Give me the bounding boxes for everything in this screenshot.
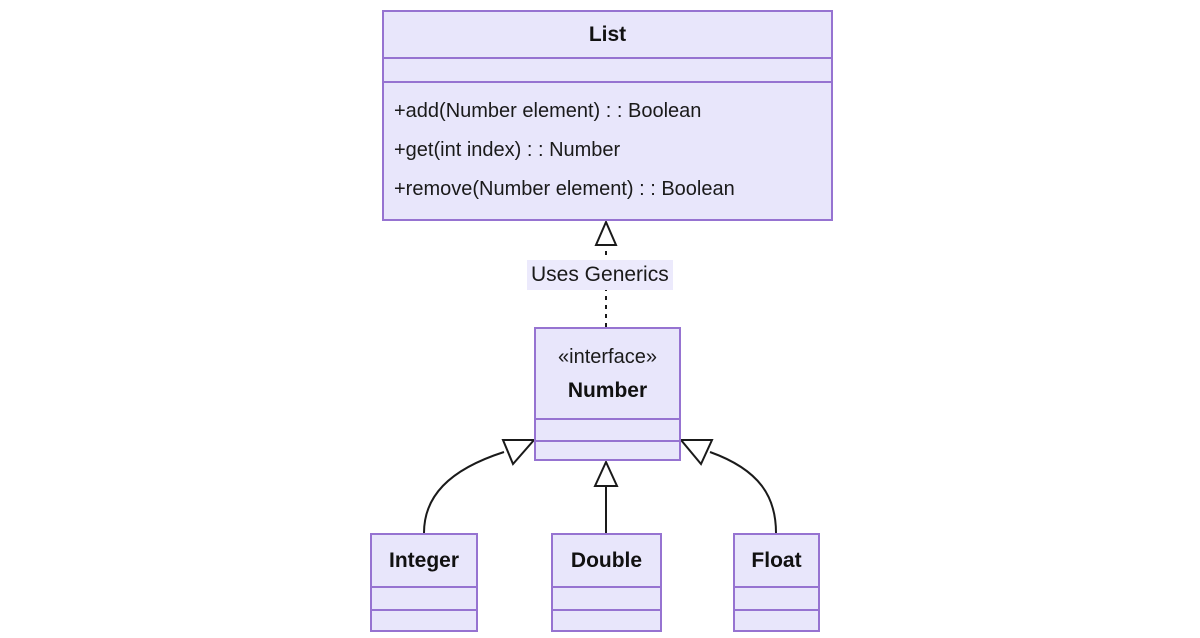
class-attributes-compartment [735,586,818,609]
class-attributes-compartment [384,57,831,81]
class-operations-compartment [735,609,818,630]
operation-row: +remove(Number element) : : Boolean [394,178,735,200]
class-name-integer: Integer [388,548,459,572]
class-attributes-compartment [372,586,476,609]
operations-list: +add(Number element) : : Boolean +get(in… [384,83,831,219]
class-operations-compartment [536,440,679,459]
class-name-double: Double [570,548,643,572]
class-name-list: List [588,23,627,47]
class-box-list[interactable]: List +add(Number element) : : Boolean +g… [382,10,833,221]
generalization-curved-line-left [423,451,505,534]
generalization-edge-double-to-number[interactable] [593,459,619,533]
class-title-compartment: Integer [372,535,476,586]
hollow-triangle-arrowhead [678,439,714,466]
class-name-number: Number [567,379,648,403]
class-operations-compartment [372,609,476,630]
class-operations-compartment [553,609,660,630]
class-box-float[interactable]: Float [733,533,820,632]
operation-row: +get(int index) : : Number [394,139,621,161]
generalization-curved-line-right [709,451,777,534]
hollow-triangle-arrowhead [593,459,619,487]
operation-row: +add(Number element) : : Boolean [394,100,702,122]
class-box-double[interactable]: Double [551,533,662,632]
relationship-label-uses-generics: Uses Generics [527,260,673,291]
generalization-edge-integer-to-number[interactable] [423,439,537,534]
class-attributes-compartment [536,418,679,440]
class-name-float: Float [751,548,802,572]
class-title-compartment: Float [735,535,818,586]
class-attributes-compartment [553,586,660,609]
class-box-integer[interactable]: Integer [370,533,478,632]
class-title-compartment: «interface» Number [536,329,679,418]
class-title-compartment: Double [553,535,660,586]
class-operations-compartment: +add(Number element) : : Boolean +get(in… [384,81,831,219]
generalization-edge-float-to-number[interactable] [678,439,777,534]
class-box-number[interactable]: «interface» Number [534,327,681,461]
hollow-triangle-arrowhead [594,219,618,246]
class-title-compartment: List [384,12,831,58]
hollow-triangle-arrowhead [501,439,537,466]
class-stereotype-number: «interface» [558,346,657,369]
